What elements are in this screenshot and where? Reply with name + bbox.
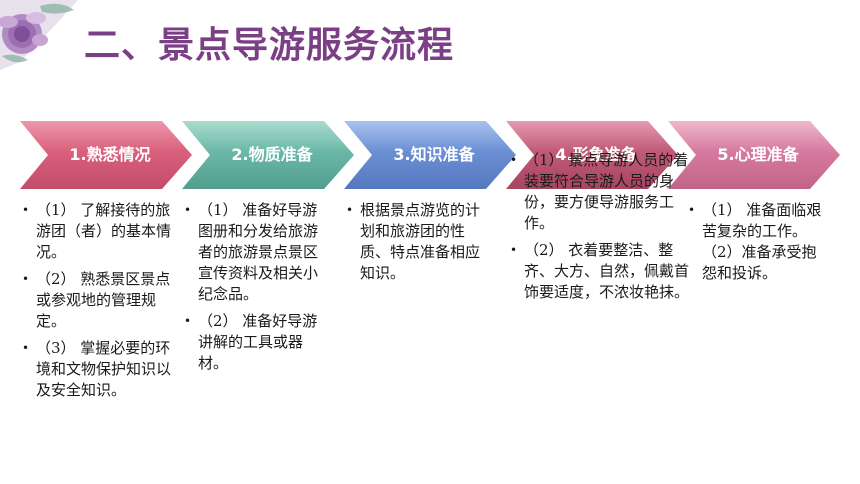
list-item: •（2） 准备好导游讲解的工具或器材。	[184, 312, 318, 372]
step-2-label: 2.物质准备	[231, 145, 313, 164]
list-item: •（3） 掌握必要的环境和文物保护知识以及安全知识。	[22, 339, 172, 399]
step-4-chevron: 4.形象准备	[506, 121, 678, 189]
page-title: 二、景点导游服务流程	[84, 25, 455, 66]
flower-icon	[0, 0, 78, 78]
step-1-chevron: 1.熟悉情况	[20, 121, 192, 189]
step-1-content: •（1） 了解接待的旅游团（者）的基本情况。 •（2） 熟悉景区景点或参观地的管…	[22, 200, 172, 407]
list-item: •（1） 景点导游人员的着装要符合导游人员的身份，要方便导游服务工作。	[510, 151, 689, 232]
step-4-label: 4.形象准备	[555, 145, 637, 164]
list-item: •（1） 准备好导游图册和分发给旅游者的旅游景点景区宣传资料及相关小纪念品。	[184, 201, 319, 303]
step-3-label: 3.知识准备	[393, 145, 475, 164]
step-4-content: •（1） 景点导游人员的着装要符合导游人员的身份，要方便导游服务工作。 •（2）…	[510, 150, 690, 309]
step-5-label: 5.心理准备	[717, 145, 799, 164]
step-5-chevron: 5.心理准备	[668, 121, 840, 189]
step-3-content: •根据景点游览的计划和旅游团的性质、特点准备相应知识。	[346, 200, 492, 290]
step-1-label: 1.熟悉情况	[69, 145, 151, 164]
step-5-content: •（1） 准备面临艰苦复杂的工作。（2）准备承受抱怨和投诉。	[688, 200, 824, 290]
step-2-chevron: 2.物质准备	[182, 121, 354, 189]
list-item: •（1） 了解接待的旅游团（者）的基本情况。	[22, 201, 172, 261]
step-3-chevron: 3.知识准备	[344, 121, 516, 189]
list-item: •（1） 准备面临艰苦复杂的工作。（2）准备承受抱怨和投诉。	[688, 201, 822, 282]
list-item: •（2） 熟悉景区景点或参观地的管理规定。	[22, 270, 171, 330]
list-item: •（2） 衣着要整洁、整齐、大方、自然，佩戴首饰要适度，不浓妆艳抹。	[510, 241, 690, 301]
list-item: •根据景点游览的计划和旅游团的性质、特点准备相应知识。	[346, 201, 481, 282]
step-2-content: •（1） 准备好导游图册和分发给旅游者的旅游景点景区宣传资料及相关小纪念品。 •…	[184, 200, 332, 380]
